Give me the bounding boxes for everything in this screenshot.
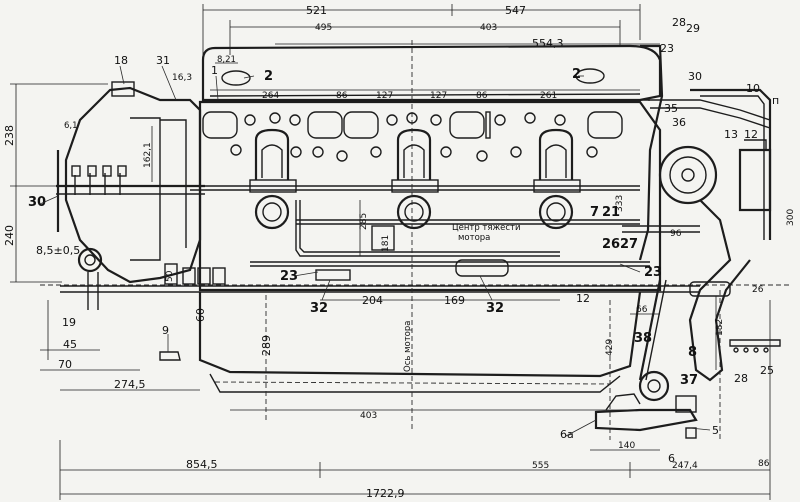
dim-240: 240 — [3, 225, 16, 246]
dim-162-1: 162,1 — [143, 142, 153, 168]
reference-lines: Центр тяжести мотора Ось мотора 204 169 … — [40, 40, 790, 440]
dim-554-3: 554,3 — [532, 37, 564, 50]
callout-2-right: 2 — [572, 67, 581, 82]
callout-6a: 6а — [560, 428, 574, 441]
callout-30-top: 30 — [688, 70, 702, 83]
callout-35: 35 — [664, 102, 678, 115]
callout-31: 31 — [156, 54, 170, 67]
exhaust-ports — [202, 111, 623, 162]
dim-181: 181 — [381, 235, 391, 252]
axis-label: Ось мотора — [403, 321, 413, 372]
callout-2-left: 2 — [264, 69, 273, 84]
callout-7: 7 — [590, 205, 599, 220]
left-bracket — [159, 334, 181, 361]
callout-8: 8 — [688, 345, 697, 360]
dim-274-5: 274,5 — [114, 378, 146, 391]
dim-429: 429 — [605, 339, 615, 356]
dim-521: 521 — [306, 4, 327, 17]
dim-403b: 403 — [360, 411, 377, 421]
dim-182: 182 — [715, 319, 725, 336]
callout-13: 13 — [724, 128, 738, 141]
callout-11: п — [772, 94, 779, 107]
callout-6: 6 — [668, 452, 675, 465]
callout-29: 29 — [686, 22, 700, 35]
dim-66: 66 — [636, 305, 648, 315]
dim-26: 26 — [752, 285, 764, 295]
cog-label-2: мотора — [458, 233, 490, 243]
dim-8-21: 8,21 — [217, 55, 236, 65]
rear-supercharger: 182 300 26 66 — [630, 44, 796, 382]
dim-300: 300 — [786, 209, 796, 226]
callouts: 18 31 1 2 2 23 28 29 30 10 п 35 36 13 12… — [28, 16, 779, 465]
dim-403: 403 — [480, 23, 497, 33]
bottom-dimensions: 854,5 555 247,4 1722,9 86 403 — [59, 300, 771, 500]
dim-45: 45 — [63, 338, 77, 351]
callout-18: 18 — [114, 54, 128, 67]
dim-50: 50 — [165, 270, 175, 282]
crankcase: 50 — [60, 100, 700, 393]
callout-26: 26 — [602, 237, 620, 252]
dim-96: 96 — [670, 229, 682, 239]
dim-495: 495 — [315, 23, 332, 33]
dim-289: 289 — [260, 335, 273, 356]
callout-21: 21 — [602, 205, 620, 220]
top-dimensions: 521 547 495 403 554,3 8,21 — [202, 4, 660, 65]
callout-37: 37 — [680, 373, 698, 388]
dim-333: 333 — [615, 195, 625, 212]
cog-label-1: Центр тяжести — [452, 223, 521, 233]
pipework: 285 181 96 — [190, 185, 700, 281]
callout-5: 5 — [712, 424, 719, 437]
front-reduction-housing: 162,1 16,3 — [56, 73, 205, 310]
callout-12-bottom: 12 — [576, 292, 590, 305]
callout-32-left: 32 — [310, 301, 328, 316]
dim-140: 140 — [618, 441, 635, 451]
dim-8-5: 8,5±0,5 — [36, 244, 80, 257]
dim-86a: 86 — [336, 91, 348, 101]
dim-86b: 86 — [476, 91, 488, 101]
callout-19: 19 — [62, 316, 76, 329]
dim-264: 264 — [262, 91, 279, 101]
left-dimensions: 238 240 45 70 274,5 8,5±0,5 6,1 — [3, 83, 200, 391]
dim-6-1: 6,1 — [64, 121, 78, 131]
dim-204: 204 — [362, 294, 383, 307]
rear-lower-pump: 140 — [590, 279, 698, 451]
callout-10: 10 — [746, 82, 760, 95]
callout-12-top: 12 — [744, 128, 758, 141]
dim-60: 60 — [194, 308, 207, 322]
dim-127a: 127 — [376, 91, 393, 101]
dim-547: 547 — [505, 4, 526, 17]
callout-9: 9 — [162, 324, 169, 337]
callout-32-right: 32 — [486, 301, 504, 316]
dim-86c: 86 — [758, 459, 770, 469]
callout-30-left: 30 — [28, 195, 46, 210]
dim-238: 238 — [3, 125, 16, 146]
callout-27: 27 — [620, 237, 638, 252]
callout-23-top: 23 — [660, 42, 674, 55]
callout-38: 38 — [634, 331, 652, 346]
callout-28: 28 — [672, 16, 686, 29]
callout-36: 36 — [672, 116, 686, 129]
dim-555: 555 — [532, 461, 549, 471]
dim-1722-9: 1722,9 — [366, 487, 405, 500]
callout-23-mid: 23 — [280, 269, 298, 284]
callout-23-right: 23 — [644, 265, 662, 280]
dim-127b: 127 — [430, 91, 447, 101]
callout-1: 1 — [211, 64, 218, 77]
dim-285: 285 — [359, 213, 369, 230]
callout-25: 25 — [760, 364, 774, 377]
dim-70: 70 — [58, 358, 72, 371]
dim-169: 169 — [444, 294, 465, 307]
dim-261: 261 — [540, 91, 557, 101]
dim-247-4: 247,4 — [672, 461, 698, 471]
dim-16-3: 16,3 — [172, 73, 192, 83]
callout-28-bottom: 28 — [734, 372, 748, 385]
dim-854-5: 854,5 — [186, 458, 218, 471]
